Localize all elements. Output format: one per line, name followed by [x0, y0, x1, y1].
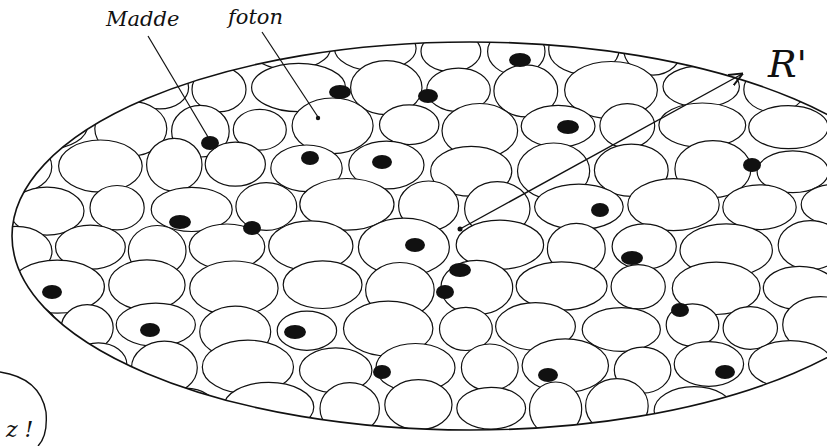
- photon-circle: [380, 105, 439, 145]
- photon-circle: [224, 382, 314, 431]
- photon-circle: [801, 184, 827, 224]
- matter-dot: [449, 263, 471, 277]
- photon-circle: [147, 138, 202, 191]
- matter-dot: [284, 325, 306, 339]
- photon-circle: [421, 32, 481, 72]
- matter-dot: [557, 120, 579, 134]
- photon-circle: [802, 383, 827, 425]
- photon-circle: [749, 106, 827, 149]
- photon-circle: [283, 261, 362, 309]
- photon-circle: [0, 302, 58, 354]
- leader-line: [262, 32, 318, 117]
- photon-circle: [723, 185, 796, 230]
- radius-arrow: [460, 74, 742, 229]
- matter-dot: [405, 238, 425, 252]
- photon-circle: [46, 66, 125, 114]
- matter-dot: [329, 85, 351, 99]
- photon-circle: [586, 379, 649, 434]
- photon-circle: [109, 260, 185, 310]
- matter-dot: [621, 251, 643, 265]
- photon-circle: [10, 101, 88, 149]
- photon-circle: [116, 303, 195, 346]
- part-label: foton: [228, 6, 283, 29]
- photon-circle: [277, 311, 336, 350]
- matter-dot: [743, 158, 761, 172]
- photon-circle: [54, 383, 149, 439]
- matter-dot: [509, 53, 531, 67]
- photon-circle: [59, 140, 143, 192]
- photon-circle: [723, 307, 777, 350]
- photon-circle: [0, 61, 43, 115]
- photon-circle: [663, 66, 739, 108]
- photon-circle: [612, 224, 676, 269]
- photon-circle: [385, 380, 452, 430]
- photon-circle: [778, 221, 827, 270]
- matter-dot: [201, 136, 219, 150]
- photon-circle: [10, 20, 84, 70]
- part-label: Madde: [106, 8, 179, 31]
- photon-circle: [687, 22, 763, 68]
- matter-dots: [42, 53, 761, 382]
- matter-dot: [538, 368, 558, 382]
- matter-dot: [140, 323, 160, 337]
- photon-circle: [666, 304, 719, 346]
- photon-circle: [236, 183, 297, 231]
- matter-dot: [373, 365, 391, 379]
- matter-dot: [42, 285, 62, 299]
- universe-outline: [12, 42, 827, 430]
- photon-circle: [811, 57, 827, 112]
- photon-circle: [674, 342, 743, 387]
- matter-dot: [436, 285, 454, 299]
- leader-line: [148, 36, 208, 137]
- photon-circle: [582, 308, 660, 352]
- matter-dot: [169, 215, 191, 229]
- speech-bubble-arc: [0, 372, 46, 446]
- photon-circle: [457, 387, 526, 429]
- matter-dot: [591, 203, 609, 217]
- photon-circle: [0, 141, 52, 193]
- photon-circle: [611, 265, 665, 309]
- photon-circles: [0, 20, 827, 440]
- matter-dot: [715, 365, 735, 379]
- matter-dot: [372, 155, 392, 169]
- photon-circle: [521, 105, 595, 147]
- photon-circle: [461, 344, 518, 391]
- matter-dot: [671, 303, 689, 317]
- photon-circle: [737, 390, 795, 429]
- photon-circle: [659, 103, 746, 148]
- radius-label: R': [768, 44, 807, 86]
- photon-circle: [628, 179, 719, 231]
- matter-dot: [243, 221, 261, 235]
- speech-text: z !: [6, 418, 33, 442]
- photon-circle: [10, 345, 66, 386]
- photon-circle: [90, 186, 144, 230]
- matter-dot: [301, 151, 319, 165]
- photon-circle: [535, 184, 624, 229]
- matter-dot: [418, 89, 438, 103]
- photon-circle: [320, 383, 379, 435]
- leader-dot: [316, 116, 320, 120]
- photon-circle: [132, 341, 198, 394]
